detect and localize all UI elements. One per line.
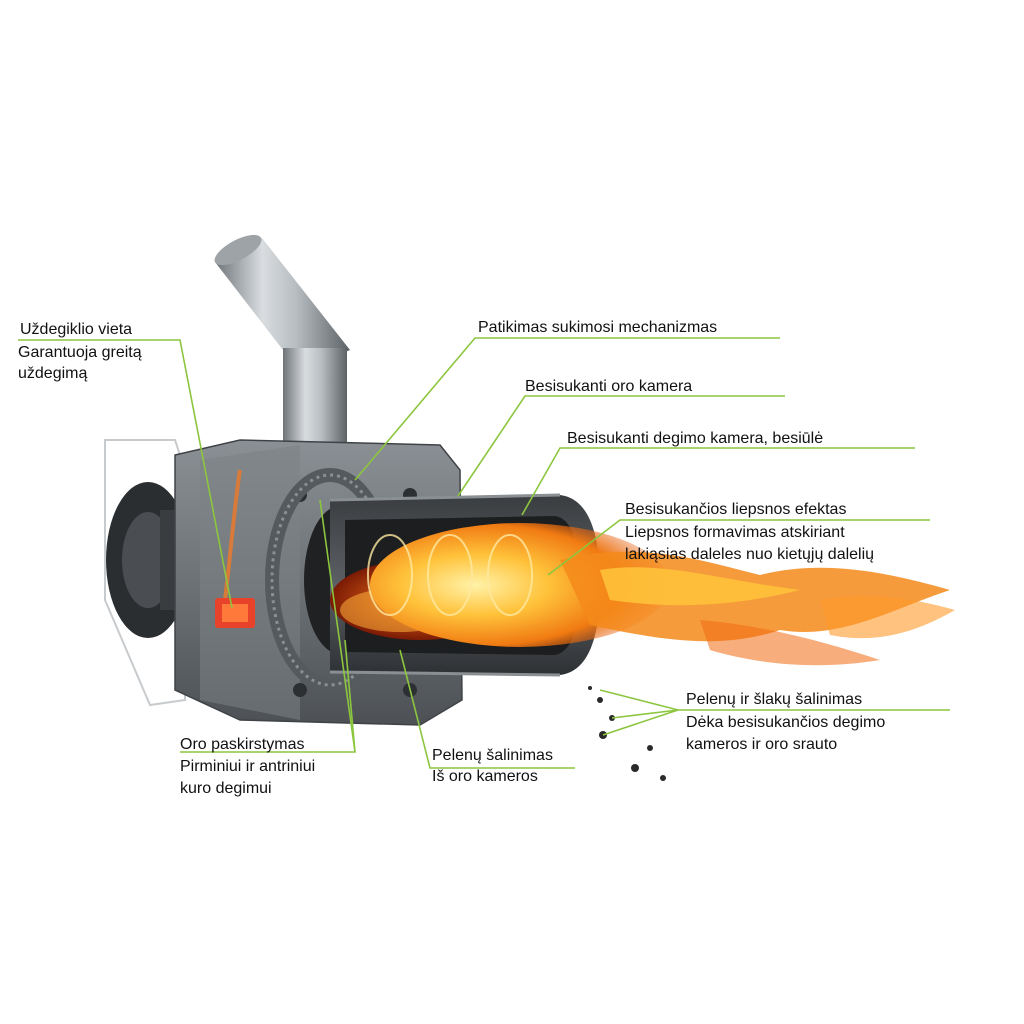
- air-chamber-title: Besisukanti oro kamera: [525, 378, 693, 395]
- igniter-desc-1: Garantuoja greitą: [18, 344, 142, 361]
- leader-ash: [399, 649, 575, 769]
- air-distribution-title: Oro paskirstymas: [180, 736, 305, 753]
- leader-slag-3: [602, 709, 679, 736]
- igniter-title: Uždegiklio vieta: [20, 321, 133, 338]
- flame-effect-title: Besisukančios liepsnos efektas: [625, 501, 847, 518]
- slag-removal-title: Pelenų ir šlakų šalinimas: [686, 691, 863, 708]
- leader-igniter: [18, 339, 233, 609]
- ash-removal-title: Pelenų šalinimas: [432, 747, 553, 764]
- leader-combustion-chamber: [521, 447, 915, 516]
- air-distribution-desc-2: kuro degimui: [180, 780, 272, 797]
- rotation-title: Patikimas sukimosi mechanizmas: [478, 319, 718, 336]
- leader-slag-2: [611, 709, 679, 719]
- combustion-chamber-title: Besisukanti degimo kamera, besiūlė: [567, 430, 824, 447]
- slag-removal-desc-2: kameros ir oro srauto: [686, 736, 838, 753]
- leader-air-distribution-1: [180, 499, 356, 753]
- leader-air-chamber: [457, 395, 785, 497]
- slag-particles: [588, 686, 666, 781]
- flame: [367, 523, 955, 666]
- flame-effect-desc-1: Liepsnos formavimas atskiriant: [625, 524, 845, 541]
- leader-flame-effect: [547, 519, 930, 576]
- igniter: [215, 469, 255, 628]
- igniter-desc-2: uždegimą: [18, 365, 88, 382]
- ash-removal-desc-1: Iš oro kameros: [432, 768, 538, 785]
- flame-effect-desc-2: lakiąsias daleles nuo kietųjų dalelių: [625, 546, 875, 563]
- leader-rotation: [354, 337, 780, 481]
- air-distribution-desc-1: Pirminiui ir antriniui: [180, 758, 316, 775]
- leader-air-distribution-2: [344, 639, 356, 753]
- slag-removal-desc-1: Dėka besisukančios degimo: [686, 714, 886, 731]
